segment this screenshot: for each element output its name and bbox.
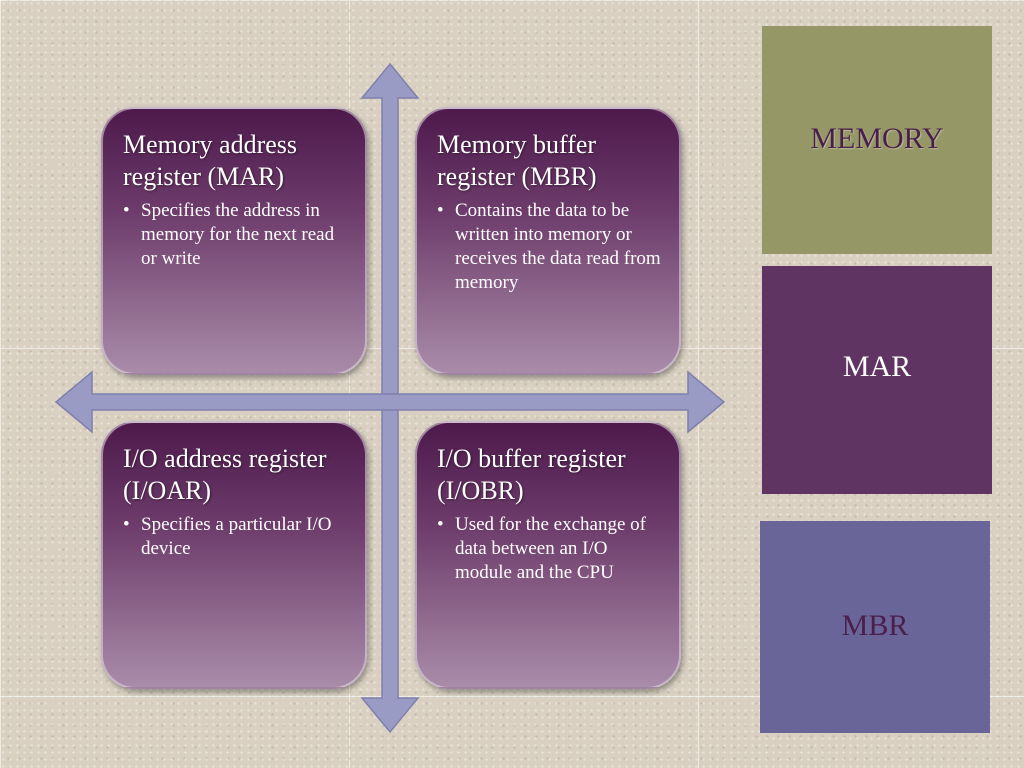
card-bullet-list: Contains the data to be written into mem… — [437, 199, 663, 295]
card-iobr: I/O buffer register (I/OBR) Used for the… — [415, 421, 681, 689]
card-bullet-list: Used for the exchange of data between an… — [437, 513, 663, 585]
card-title: I/O buffer register (I/OBR) — [437, 444, 626, 505]
horizontal-double-arrow — [54, 370, 726, 434]
memory-block: MEMORY — [762, 26, 992, 254]
card-bullet: Specifies a particular I/O device — [123, 513, 349, 561]
card-ioar: I/O address register (I/OAR) Specifies a… — [101, 421, 367, 689]
card-bullet-list: Specifies a particular I/O device — [123, 513, 349, 561]
card-bullet: Used for the exchange of data between an… — [437, 513, 663, 585]
card-title: Memory address register (MAR) — [123, 130, 298, 191]
card-title: Memory buffer register (MBR) — [437, 130, 597, 191]
card-title: I/O address register (I/OAR) — [123, 444, 327, 505]
mar-block-label: MAR — [842, 350, 912, 383]
mbr-block-label: MBR — [841, 609, 909, 642]
mbr-block: MBR — [760, 521, 990, 733]
card-bullet-list: Specifies the address in memory for the … — [123, 199, 349, 271]
card-bullet: Contains the data to be written into mem… — [437, 199, 663, 295]
card-mar: Memory address register (MAR) Specifies … — [101, 107, 367, 375]
memory-block-label: MEMORY — [810, 122, 944, 155]
card-bullet: Specifies the address in memory for the … — [123, 199, 349, 271]
mar-block: MAR — [762, 266, 992, 494]
card-mbr: Memory buffer register (MBR) Contains th… — [415, 107, 681, 375]
